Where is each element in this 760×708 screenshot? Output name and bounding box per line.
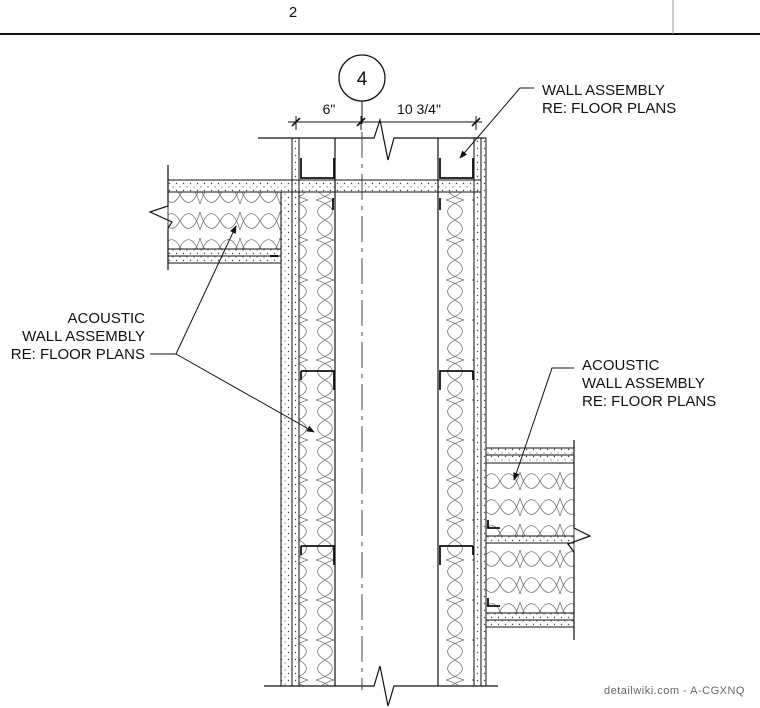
leader-left — [150, 225, 315, 433]
note-left-line-1: ACOUSTIC — [67, 310, 145, 327]
right-floor-assembly — [485, 440, 592, 640]
note-wall-assembly-line-2: RE: FLOOR PLANS — [542, 100, 676, 117]
break-line-bottom — [264, 665, 498, 707]
dimension-string — [288, 116, 482, 130]
grid-bubble-label: 4 — [357, 69, 368, 90]
note-left-line-3: RE: FLOOR PLANS — [11, 346, 145, 363]
watermark: detailwiki.com - A-CGXNQ — [604, 685, 745, 697]
leader-right — [513, 367, 574, 481]
note-wall-assembly-line-1: WALL ASSEMBLY — [542, 82, 665, 99]
note-right-line-3: RE: FLOOR PLANS — [582, 393, 716, 410]
left-wall — [280, 137, 336, 687]
title-strip: 2 — [0, 0, 760, 35]
grid-bubble: 4 — [338, 54, 386, 124]
note-right-line-2: WALL ASSEMBLY — [582, 375, 705, 392]
top-slab — [167, 179, 482, 193]
dimension-left: 6" — [323, 101, 336, 117]
note-right-line-1: ACOUSTIC — [582, 357, 660, 374]
right-wall — [437, 137, 487, 687]
note-left-line-2: WALL ASSEMBLY — [22, 328, 145, 345]
dimension-right: 10 3/4" — [397, 101, 441, 117]
break-line-top — [258, 117, 484, 161]
left-floor-assembly — [148, 165, 282, 270]
sheet-number: 2 — [289, 4, 297, 21]
leader-top-right — [459, 87, 534, 159]
